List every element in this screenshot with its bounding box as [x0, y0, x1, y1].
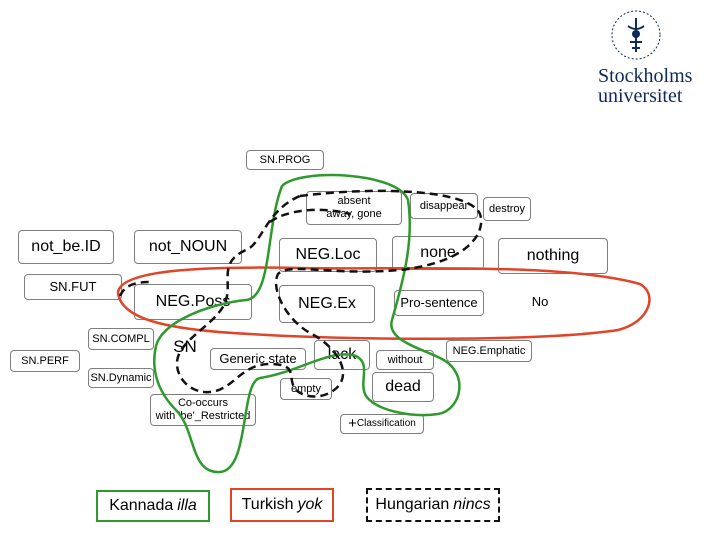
node-neg-ex: NEG.Ex [279, 285, 375, 323]
legend-kannada-language: Kannada [109, 497, 174, 514]
node-sn-perf: SN.PERF [10, 350, 80, 372]
node-lack: lack [314, 340, 370, 370]
node-empty: empty [280, 378, 332, 400]
legend-hungarian-word: nincs [453, 496, 491, 513]
node-nothing: nothing [498, 238, 608, 274]
node-absent: absent away, gone [306, 191, 402, 225]
node-sn-prog: SN.PROG [246, 150, 324, 170]
node-dead: dead [372, 372, 434, 402]
legend-turkish-word: yok [297, 496, 323, 513]
node-without: without [376, 350, 434, 370]
node-sn-fut: SN.FUT [24, 274, 122, 300]
node-sn-compl: SN.COMPL [88, 328, 154, 350]
node-pro-sentence: Pro-sentence [394, 290, 484, 316]
node-none: none [392, 236, 484, 270]
node-no: No [531, 293, 549, 309]
node-neg-loc: NEG.Loc [279, 238, 377, 272]
classification-label: Classification [356, 418, 416, 430]
node-generic-state: Generic state [210, 348, 306, 370]
logo-line-2: universitet [598, 85, 683, 107]
node-classification: +Classification [340, 414, 424, 434]
node-not-noun: not_NOUN [134, 230, 242, 264]
node-co-occurs: Co-occurs with 'be'_Restricted [150, 394, 256, 426]
node-neg-poss: NEG.Poss [134, 284, 252, 320]
plus-sign: + [348, 415, 357, 433]
legend-hungarian-language: Hungarian [375, 496, 450, 513]
logo-line-1: Stockholms [598, 65, 693, 87]
node-sn-dynamic: SN.Dynamic [88, 368, 154, 388]
node-disappear: disappear [410, 193, 478, 219]
university-logo: Stockholms universitet [598, 8, 714, 108]
node-neg-emphatic: NEG.Emphatic [446, 340, 532, 362]
legend-turkish-language: Turkish [241, 496, 294, 513]
university-seal-icon [611, 10, 661, 60]
legend-kannada-word: illa [177, 497, 197, 514]
node-destroy: destroy [483, 197, 531, 221]
node-sn: SN [173, 337, 197, 357]
node-not-be-id: not_be.ID [18, 230, 114, 264]
